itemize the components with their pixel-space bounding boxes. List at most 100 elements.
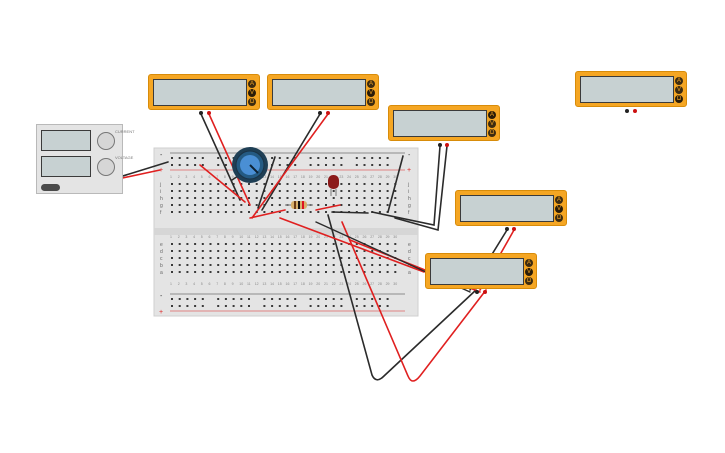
breadboard-hole[interactable] (371, 257, 374, 259)
breadboard-hole[interactable] (278, 250, 281, 252)
breadboard-hole[interactable] (348, 197, 351, 199)
breadboard-hole[interactable] (255, 257, 258, 259)
breadboard-hole[interactable] (194, 264, 197, 266)
breadboard-hole[interactable] (271, 298, 274, 300)
breadboard-hole[interactable] (317, 243, 320, 245)
breadboard-hole[interactable] (186, 264, 189, 266)
breadboard-hole[interactable] (309, 298, 312, 300)
breadboard-hole[interactable] (371, 157, 374, 159)
breadboard-hole[interactable] (209, 243, 212, 245)
breadboard-hole[interactable] (317, 271, 320, 273)
breadboard-hole[interactable] (332, 164, 335, 166)
multimeter-5[interactable]: A V Ω (425, 253, 537, 289)
breadboard-hole[interactable] (340, 164, 343, 166)
breadboard-hole[interactable] (378, 271, 381, 273)
breadboard-hole[interactable] (301, 211, 304, 213)
meter-mode-ohm[interactable]: Ω (555, 214, 563, 222)
breadboard-hole[interactable] (371, 264, 374, 266)
multimeter-1[interactable]: A V Ω (148, 74, 260, 110)
breadboard-hole[interactable] (340, 250, 343, 252)
breadboard-hole[interactable] (271, 211, 274, 213)
breadboard-hole[interactable] (348, 204, 351, 206)
breadboard-hole[interactable] (325, 190, 327, 192)
breadboard-hole[interactable] (194, 305, 197, 307)
breadboard-hole[interactable] (378, 157, 381, 159)
meter-mode-a[interactable]: A (248, 80, 256, 88)
meter-mode-v[interactable]: V (248, 89, 256, 97)
breadboard-hole[interactable] (271, 157, 274, 159)
meter-mode-v[interactable]: V (525, 268, 533, 276)
breadboard-hole[interactable] (309, 211, 312, 213)
breadboard-hole[interactable] (224, 243, 227, 245)
breadboard-hole[interactable] (348, 271, 351, 273)
breadboard-hole[interactable] (255, 264, 258, 266)
breadboard-hole[interactable] (209, 204, 212, 206)
breadboard-hole[interactable] (394, 190, 397, 192)
breadboard-hole[interactable] (286, 183, 289, 185)
breadboard-hole[interactable] (309, 197, 312, 199)
breadboard-hole[interactable] (301, 190, 304, 192)
power-supply[interactable]: CURRENT VOLTAGE (36, 124, 135, 194)
breadboard-hole[interactable] (301, 257, 304, 259)
breadboard-hole[interactable] (355, 197, 358, 199)
breadboard-hole[interactable] (209, 257, 212, 259)
breadboard-hole[interactable] (263, 211, 266, 213)
breadboard-hole[interactable] (340, 157, 343, 159)
breadboard-hole[interactable] (332, 257, 335, 259)
breadboard-hole[interactable] (224, 197, 227, 199)
breadboard-hole[interactable] (309, 243, 312, 245)
breadboard-hole[interactable] (371, 164, 374, 166)
meter-mode-v[interactable]: V (675, 86, 683, 94)
breadboard-hole[interactable] (301, 264, 304, 266)
breadboard-hole[interactable] (232, 243, 235, 245)
breadboard-hole[interactable] (224, 271, 227, 273)
breadboard-hole[interactable] (294, 164, 297, 166)
breadboard-hole[interactable] (317, 197, 320, 199)
breadboard-hole[interactable] (248, 211, 250, 213)
breadboard-hole[interactable] (325, 298, 327, 300)
breadboard-hole[interactable] (232, 305, 235, 307)
breadboard-hole[interactable] (201, 264, 204, 266)
breadboard-hole[interactable] (240, 264, 243, 266)
power-toggle[interactable] (41, 184, 60, 191)
breadboard-hole[interactable] (332, 190, 335, 192)
breadboard-hole[interactable] (286, 298, 289, 300)
breadboard-hole[interactable] (194, 298, 197, 300)
breadboard-hole[interactable] (217, 243, 220, 245)
breadboard-hole[interactable] (217, 157, 220, 159)
breadboard-hole[interactable] (309, 164, 312, 166)
breadboard-hole[interactable] (286, 264, 289, 266)
breadboard-hole[interactable] (271, 243, 274, 245)
breadboard-hole[interactable] (217, 250, 220, 252)
breadboard-hole[interactable] (332, 264, 335, 266)
breadboard-hole[interactable] (201, 197, 204, 199)
breadboard-hole[interactable] (355, 183, 358, 185)
breadboard-hole[interactable] (217, 190, 220, 192)
breadboard-hole[interactable] (294, 257, 297, 259)
breadboard-hole[interactable] (378, 183, 381, 185)
breadboard-hole[interactable] (201, 250, 204, 252)
breadboard-hole[interactable] (317, 164, 320, 166)
breadboard-hole[interactable] (232, 257, 235, 259)
breadboard-hole[interactable] (240, 271, 243, 273)
breadboard-hole[interactable] (271, 197, 274, 199)
breadboard-hole[interactable] (194, 204, 197, 206)
breadboard-hole[interactable] (232, 211, 235, 213)
breadboard-hole[interactable] (178, 243, 181, 245)
breadboard-hole[interactable] (286, 190, 289, 192)
breadboard-hole[interactable] (378, 211, 381, 213)
breadboard-hole[interactable] (232, 298, 235, 300)
meter-mode-v[interactable]: V (488, 120, 496, 128)
breadboard-hole[interactable] (355, 243, 358, 245)
breadboard-hole[interactable] (209, 183, 212, 185)
breadboard-hole[interactable] (178, 183, 181, 185)
multimeter-3[interactable]: A V Ω (388, 105, 500, 141)
breadboard-hole[interactable] (294, 271, 297, 273)
breadboard-hole[interactable] (263, 183, 266, 185)
breadboard-hole[interactable] (171, 204, 173, 206)
breadboard-hole[interactable] (371, 183, 374, 185)
breadboard-hole[interactable] (363, 257, 366, 259)
breadboard-hole[interactable] (224, 204, 227, 206)
breadboard-hole[interactable] (363, 157, 366, 159)
